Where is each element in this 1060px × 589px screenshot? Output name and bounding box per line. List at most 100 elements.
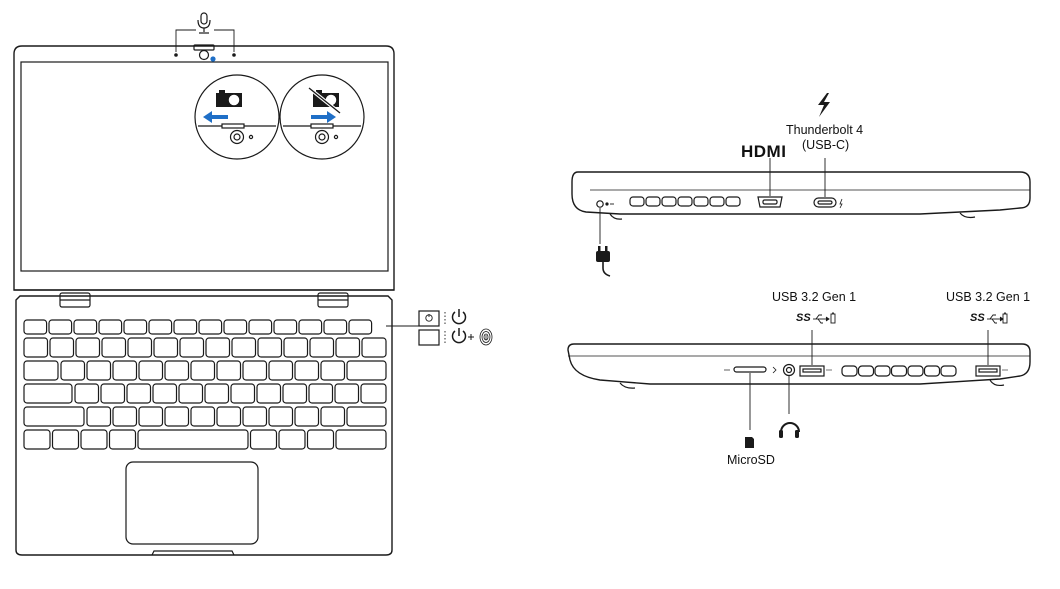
keyboard-key xyxy=(248,319,273,335)
shutter-open-detail xyxy=(194,74,280,160)
vent-slot xyxy=(907,365,924,377)
vent-slot xyxy=(629,196,645,207)
keyboard-key xyxy=(223,319,248,335)
hdmi-port xyxy=(757,158,783,208)
power-icon-fingerprint xyxy=(451,328,467,344)
keyboard-key xyxy=(230,383,256,404)
keyboard-spacebar xyxy=(137,429,249,450)
keyboard-key xyxy=(153,337,179,358)
keyboard-key xyxy=(190,406,216,427)
keyboard-key xyxy=(205,337,231,358)
vent-slot xyxy=(890,365,908,377)
keyboard-key xyxy=(334,383,360,404)
keyboard-key xyxy=(273,319,298,335)
keyboard-key xyxy=(80,429,108,450)
keyboard-key xyxy=(23,360,59,381)
hinges xyxy=(59,292,349,308)
keyboard-key xyxy=(152,383,178,404)
sd-card-icon xyxy=(745,437,754,448)
keyboard-key xyxy=(100,383,126,404)
keyboard-key xyxy=(216,360,242,381)
keyboard-key xyxy=(204,383,230,404)
usb-a-port-right xyxy=(975,330,1008,377)
keyboard-key xyxy=(51,429,80,450)
touchpad xyxy=(125,461,259,545)
thunderbolt-icon xyxy=(818,93,830,117)
keyboard-key xyxy=(249,429,278,450)
keyboard-key xyxy=(23,429,51,450)
keyboard-key xyxy=(283,337,309,358)
vent-slot xyxy=(661,196,677,207)
keyboard-key xyxy=(48,319,73,335)
keyboard-key xyxy=(346,406,387,427)
vent-slot xyxy=(693,196,709,207)
keyboard-key xyxy=(308,383,334,404)
keyboard-key xyxy=(268,406,294,427)
vent-slot xyxy=(940,365,957,377)
microsd-slot xyxy=(724,366,767,430)
keyboard-key xyxy=(231,337,257,358)
keyboard-key xyxy=(49,337,75,358)
keyboard-key xyxy=(126,383,152,404)
keyboard-key xyxy=(298,319,323,335)
keyboard-key xyxy=(74,383,100,404)
headset-icon xyxy=(779,422,800,438)
webcam xyxy=(174,44,236,62)
power-port xyxy=(596,200,614,244)
keyboard-key xyxy=(86,360,112,381)
keyboard-key xyxy=(257,337,283,358)
keyboard-key xyxy=(75,337,101,358)
keyboard-key xyxy=(60,360,86,381)
keyboard-key xyxy=(282,383,308,404)
keyboard-key xyxy=(268,360,294,381)
keyboard-key xyxy=(173,319,198,335)
keyboard-key xyxy=(23,337,49,358)
power-icon xyxy=(451,309,467,325)
thunderbolt-port xyxy=(813,158,843,209)
battery-icon-right xyxy=(1002,312,1008,324)
keyboard-key xyxy=(112,406,138,427)
microphone-icon xyxy=(197,12,211,34)
keyboard-key xyxy=(98,319,123,335)
shutter-closed-detail xyxy=(279,74,365,160)
keyboard-key xyxy=(148,319,173,335)
vent-grille-right xyxy=(841,365,957,377)
usb-icon xyxy=(813,314,830,324)
hdmi-logo: HDMI xyxy=(741,142,787,161)
keyboard-key xyxy=(335,337,361,358)
keyboard-key xyxy=(108,429,137,450)
superspeed-logo-left: SS xyxy=(796,312,811,324)
keyboard-key xyxy=(190,360,216,381)
arrow-left-icon xyxy=(203,111,228,123)
usb-a-port-left xyxy=(799,330,832,377)
keyboard-key xyxy=(278,429,306,450)
keyboard-key xyxy=(294,360,320,381)
keyboard-key xyxy=(360,383,387,404)
usb-icon-right xyxy=(987,314,1004,324)
keyboard-key xyxy=(178,383,204,404)
keyboard-key xyxy=(346,360,387,381)
keyboard-key xyxy=(320,406,346,427)
microsd-label: MicroSD xyxy=(727,453,775,467)
vent-slot xyxy=(709,196,725,207)
superspeed-logo-right: SS xyxy=(970,312,985,324)
vent-slot xyxy=(725,196,741,207)
keyboard-key xyxy=(23,383,73,404)
keyboard-key xyxy=(361,337,387,358)
keyboard-key xyxy=(309,337,335,358)
keyboard-key xyxy=(306,429,335,450)
audio-jack xyxy=(772,363,796,414)
keyboard-key xyxy=(216,406,242,427)
battery-icon xyxy=(830,312,836,324)
vent-slot xyxy=(857,365,875,377)
keyboard-key xyxy=(335,429,387,450)
keyboard-key xyxy=(242,360,268,381)
right-side-view xyxy=(567,312,1031,448)
keyboard-key xyxy=(164,360,190,381)
keyboard xyxy=(23,319,387,450)
keyboard-key xyxy=(198,319,223,335)
keyboard-key xyxy=(73,319,98,335)
keyboard-key xyxy=(127,337,153,358)
